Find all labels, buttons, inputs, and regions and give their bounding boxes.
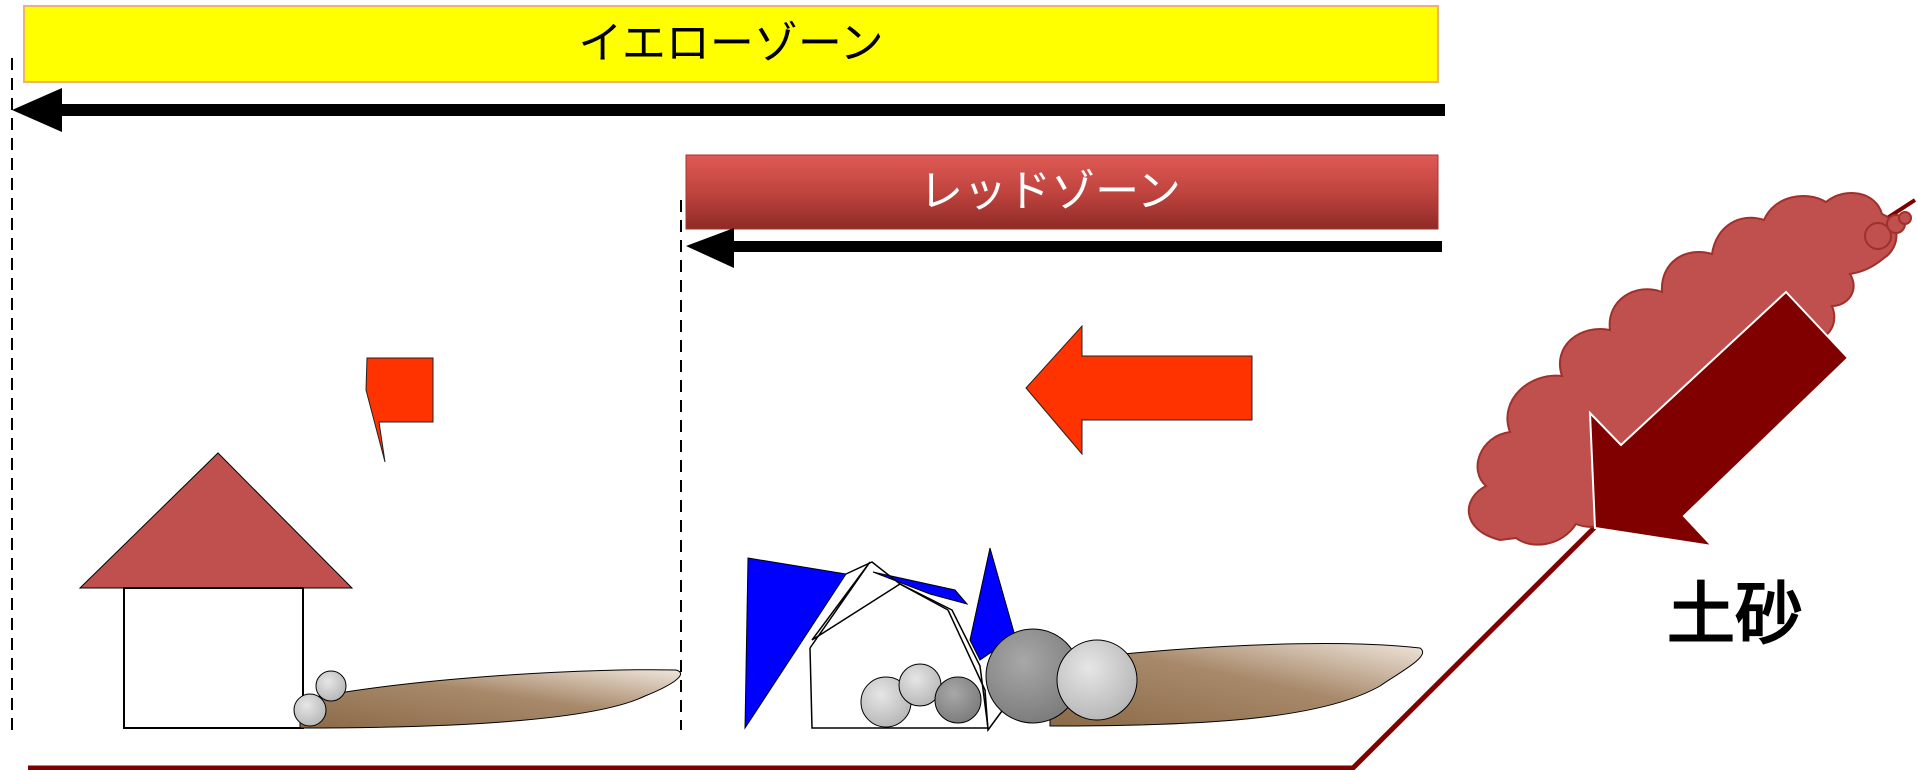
yellow-zone-label: イエローゾーン bbox=[578, 18, 883, 69]
flow-arrow-large bbox=[1025, 324, 1253, 456]
house-roof bbox=[78, 452, 354, 589]
boulder-icon bbox=[293, 693, 327, 727]
yellow-zone: イエローゾーン bbox=[23, 5, 1439, 83]
sediment-flow-arrow bbox=[1588, 290, 1850, 548]
flow-arrow-small bbox=[365, 357, 434, 463]
ground-and-slope-line bbox=[28, 518, 1604, 770]
debris-blue-panel bbox=[872, 571, 969, 605]
debris-frame bbox=[947, 609, 1011, 733]
boulder-icon bbox=[1898, 211, 1912, 225]
destroyed-house bbox=[744, 547, 1016, 733]
red-zone-extent-arrow bbox=[686, 228, 1442, 268]
house-body bbox=[123, 587, 304, 729]
red-zone: レッドゾーン bbox=[685, 154, 1439, 230]
yellow-zone-band bbox=[23, 5, 1439, 83]
sediment-label: 土砂 bbox=[1667, 576, 1803, 655]
debris-frame bbox=[809, 561, 989, 729]
boulder-icon bbox=[1864, 222, 1892, 250]
boulder-icon bbox=[1056, 639, 1138, 721]
sediment-pile-red-zone bbox=[1049, 643, 1423, 727]
house-icon bbox=[78, 452, 354, 729]
debris-frame bbox=[845, 561, 949, 611]
red-zone-label: レッドゾーン bbox=[919, 166, 1181, 217]
debris-blue-panel bbox=[969, 547, 1016, 661]
sediment-pile-yellow-zone bbox=[299, 669, 682, 729]
boulder-icon bbox=[315, 670, 347, 702]
debris-blue-panel bbox=[744, 557, 847, 730]
red-zone-band bbox=[685, 154, 1439, 230]
boulder-icon bbox=[934, 676, 982, 724]
yellow-zone-extent-arrow bbox=[12, 88, 1445, 132]
